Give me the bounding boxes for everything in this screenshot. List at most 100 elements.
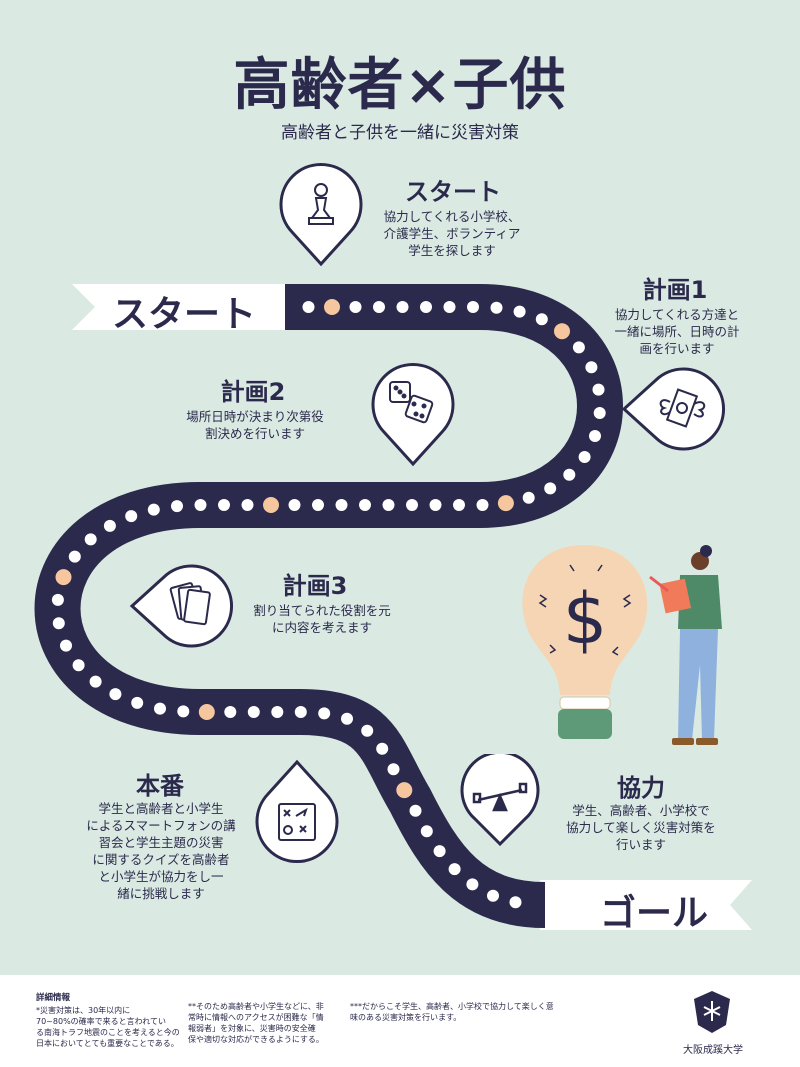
step-start-desc: 協力してくれる小学校、介護学生、ボランティア学生を探します [383,209,521,258]
road-dot [171,500,183,513]
road-dot [396,301,409,313]
svg-text:$: $ [563,578,608,660]
road-dot [585,361,598,374]
road-dot [52,617,65,630]
road-accent-dot [396,782,413,799]
road-dot [387,763,400,776]
road-dot [376,742,389,755]
road-dot [241,499,254,511]
road-dot [154,702,166,715]
road-dot [271,706,284,718]
step-plan1-title: 計画1 [642,276,708,304]
road-dot [487,889,499,902]
road-dot [247,706,260,718]
road-dot [466,878,479,891]
road-dot [578,451,591,463]
road-dot [335,499,348,511]
road-dot [443,301,456,313]
person-figure [649,545,722,745]
pin-plan1 [621,367,726,451]
road-dot [109,688,122,701]
pin-main [255,759,339,864]
road-dot [453,499,465,511]
chess-pawn-icon [308,183,334,225]
road-dot [490,301,503,314]
road-dot [409,804,422,817]
road-dot [467,301,479,313]
road-dot [448,863,461,876]
road-dot [563,468,576,481]
road-dot [294,706,307,718]
road-dot [194,499,207,511]
road-dot [593,407,606,419]
road-dot [147,503,160,516]
road-dot [60,639,72,652]
strategy-board-icon [278,803,316,841]
step-main-title: 本番 [136,772,184,800]
road-accent-dot [497,495,514,512]
page-title: 高齢者×子供 [233,53,567,118]
footer-heading: 詳細情報 [36,993,71,1003]
road-accent-dot [554,323,570,340]
step-plan2-title: 計画2 [220,378,286,406]
seesaw-icon [472,782,528,812]
road-dot [68,550,81,563]
road-dot [224,706,237,718]
university-logo-icon [694,991,730,1033]
road-dot [433,845,446,858]
pin-plan2 [371,362,455,467]
road-dot [302,301,315,313]
step-plan1-desc: 協力してくれる方達と一緒に場所、日時の計画を行います [614,307,740,356]
footer-note-2: **そのため高齢者や小学生などに、非常時に情報へのアクセスが困難な「情報弱者」を… [188,1002,324,1044]
road-dot [103,519,116,532]
dice-icon [389,381,434,424]
lightbulb-icon: $ [522,545,648,739]
goal-ribbon-shape [540,880,752,930]
step-main-desc: 学生と高齢者と小学生によるスマートフォンの講習会と学生主題の災害に関するクイズを… [86,801,236,901]
road-dot [131,696,144,709]
winged-money-icon [659,388,706,428]
road-dots [51,299,606,909]
road-dot [522,491,535,504]
road-dot [406,499,418,511]
road-dot [382,499,395,511]
step-plan2-desc: 場所日時が決まり次第役割決めを行います [186,409,324,441]
step-plan3-desc: 割り当てられた役割を元に内容を考えます [253,603,391,635]
pin-cooperation [460,754,540,847]
pin-start [279,162,363,267]
road-dot [318,707,331,720]
step-start-title: スタート [405,178,501,206]
step-plan3-title: 計画3 [282,572,348,600]
start-ribbon-shape [72,284,290,330]
road-dot [288,499,301,511]
goal-ribbon-label: ゴール [600,893,709,934]
road-dot [535,313,548,326]
road-dot [513,305,526,318]
winding-road [34,284,752,930]
road-dot [509,896,522,909]
university-name: 大阪成蹊大学 [683,1045,743,1056]
step-cooperation-desc: 学生、高齢者、小学校で協力して楽しく災害対策を行います [566,803,716,852]
step-cooperation-title: 協力 [617,774,665,802]
road-dot [592,383,605,396]
pin-plan3 [129,564,234,648]
road-dot [125,510,138,523]
road-dot [361,724,374,737]
cards-icon [169,582,211,626]
road-dot [544,482,557,495]
road-dot [420,825,433,838]
road-dot [312,499,324,511]
road-dot [420,301,432,313]
road-dot [89,675,102,688]
start-ribbon-label: スタート [112,294,257,335]
road-dot [589,430,601,442]
road-dot [72,659,85,672]
page-subtitle: 高齢者と子供を一緒に災害対策 [281,123,519,143]
road-dot [359,499,371,511]
road-accent-dot [263,497,279,513]
road-accent-dot [324,299,340,315]
road-dot [51,593,64,606]
road-dot [341,712,353,725]
footer-note-3: ***だからこそ学生、高齢者、小学校で協力して楽しく意味のある災害対策を行います… [350,1002,554,1022]
